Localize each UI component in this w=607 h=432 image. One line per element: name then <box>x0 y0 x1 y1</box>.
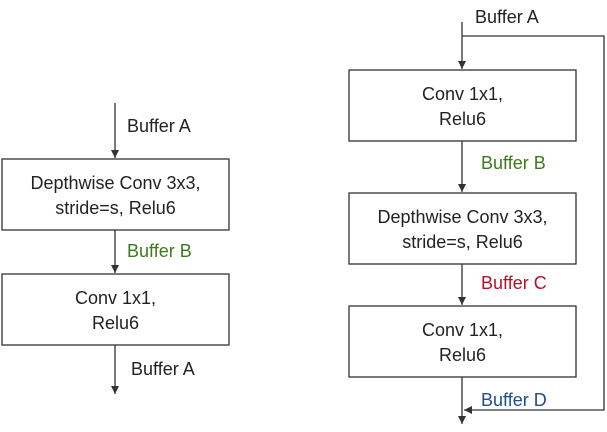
right-box-depthwise-line2: stride=s, Relu6 <box>402 232 523 252</box>
left-box-conv1x1-line1: Conv 1x1, <box>75 288 156 308</box>
right-skip-connection <box>462 35 605 414</box>
right-box-depthwise-line1: Depthwise Conv 3x3, <box>377 207 547 227</box>
right-label-buffer-c: Buffer C <box>481 273 547 293</box>
right-box-conv1x1-bottom <box>348 305 577 378</box>
left-label-buffer-b: Buffer B <box>127 241 192 261</box>
right-diagram: Buffer A Conv 1x1, Relu6 Buffer B Depthw… <box>348 7 605 424</box>
left-box-conv1x1 <box>1 273 230 346</box>
left-box-depthwise-line2: stride=s, Relu6 <box>55 198 176 218</box>
right-box-conv1x1-bottom-line2: Relu6 <box>439 345 486 365</box>
left-box-depthwise-line1: Depthwise Conv 3x3, <box>30 173 200 193</box>
right-box-conv1x1-top-line2: Relu6 <box>439 109 486 129</box>
left-box-conv1x1-line2: Relu6 <box>92 313 139 333</box>
right-box-conv1x1-bottom-line1: Conv 1x1, <box>422 320 503 340</box>
right-label-buffer-a-in: Buffer A <box>475 7 539 27</box>
right-label-buffer-d: Buffer D <box>481 390 547 410</box>
left-box-depthwise-conv <box>1 158 230 231</box>
left-label-buffer-a-in: Buffer A <box>127 116 191 136</box>
left-label-buffer-a-out: Buffer A <box>131 359 195 379</box>
right-box-conv1x1-top <box>348 69 577 142</box>
left-diagram: Buffer A Depthwise Conv 3x3, stride=s, R… <box>1 103 230 394</box>
right-label-buffer-b: Buffer B <box>481 153 546 173</box>
right-box-conv1x1-top-line1: Conv 1x1, <box>422 84 503 104</box>
right-box-depthwise-conv <box>348 192 577 265</box>
